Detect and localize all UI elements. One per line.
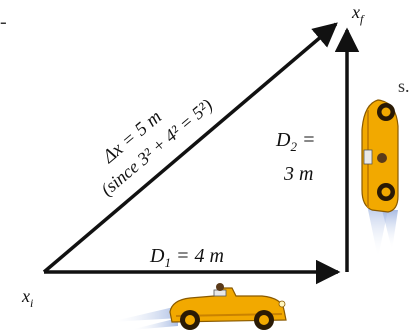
d2-label-line2: 3 m — [283, 163, 313, 185]
d2-label-line1: D2 = — [275, 129, 315, 154]
label-x-final: xf — [351, 2, 365, 26]
page-fragment-s: s. — [398, 76, 410, 96]
d1-label: D1 = 4 m — [149, 245, 224, 270]
car-horizontal-icon — [110, 283, 287, 330]
label-x-initial: xi — [21, 286, 33, 310]
displacement-arrow — [42, 22, 338, 274]
car-vertical-icon — [361, 99, 399, 258]
page-fragment-dash: - — [0, 11, 7, 33]
